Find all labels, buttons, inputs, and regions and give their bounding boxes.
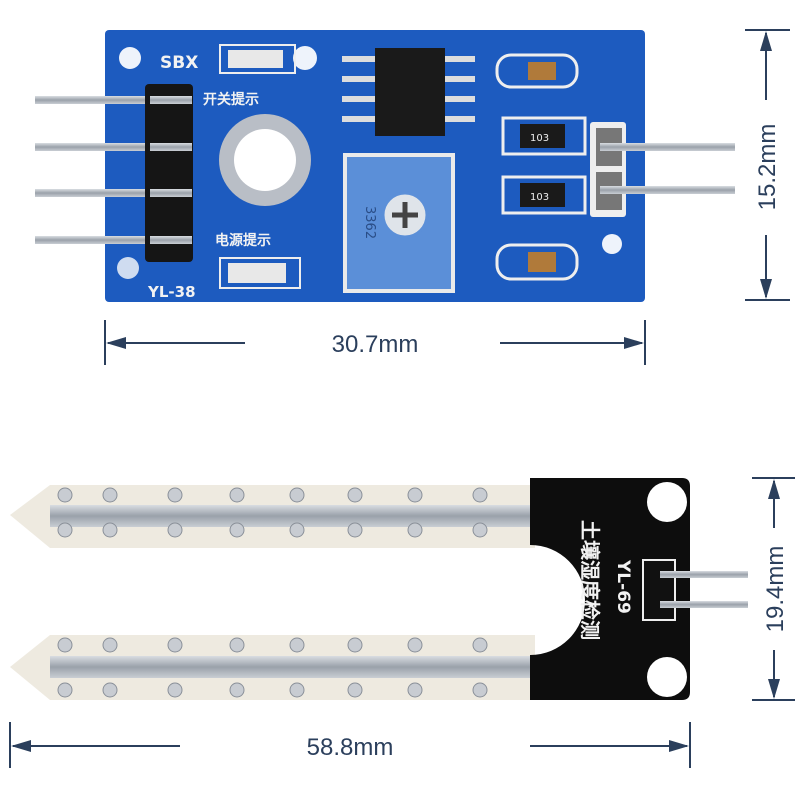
probe-pad <box>229 487 245 503</box>
probe-pad <box>57 637 73 653</box>
probe-pad <box>347 522 363 538</box>
probe-pads <box>57 487 488 698</box>
width-label-bottom: 58.8mm <box>307 734 394 761</box>
probe-pad <box>407 637 423 653</box>
probe-pad <box>167 487 183 503</box>
probe-pad <box>472 682 488 698</box>
resistor-marking: 103 <box>530 133 549 144</box>
height-dimension-top: 15.2mm <box>745 29 790 301</box>
model-silkscreen: YL-38 <box>147 283 196 301</box>
height-label-bottom: 19.4mm <box>762 546 789 633</box>
probe-pad <box>289 682 305 698</box>
width-dimension-top: 30.7mm <box>104 320 646 365</box>
probe-pad <box>472 487 488 503</box>
corner-hole <box>117 257 139 279</box>
probe-pad <box>347 637 363 653</box>
width-label-top: 30.7mm <box>332 331 419 358</box>
probe-model: YL-69 <box>613 559 633 614</box>
probe-pad <box>57 682 73 698</box>
probe-pad <box>57 522 73 538</box>
right-pin-header <box>590 122 735 217</box>
switch-indicator-label: 开关提示 <box>203 91 259 108</box>
soil-probe: 土壤湿度检测 YL-69 <box>10 478 748 700</box>
probe-pad <box>347 487 363 503</box>
probe-title: 土壤湿度检测 <box>578 520 602 640</box>
corner-hole <box>602 234 622 254</box>
pin-header <box>145 84 193 262</box>
smd-components: 103 103 <box>495 53 587 281</box>
probe-pad <box>347 682 363 698</box>
probe-pad <box>102 682 118 698</box>
probe-board <box>530 478 690 700</box>
probe-pad <box>167 682 183 698</box>
probe-pad <box>57 487 73 503</box>
brand-silkscreen: SBX <box>160 53 198 73</box>
power-led <box>219 257 301 289</box>
probe-pad <box>289 637 305 653</box>
resistor-marking: 103 <box>530 192 549 203</box>
probe-pad <box>167 522 183 538</box>
probe-pad <box>229 682 245 698</box>
probe-pad <box>407 522 423 538</box>
probe-pad <box>102 522 118 538</box>
corner-hole <box>119 47 141 69</box>
probe-pad <box>472 637 488 653</box>
height-label-top: 15.2mm <box>754 124 781 211</box>
height-dimension-bottom: 19.4mm <box>752 477 795 701</box>
probe-pad <box>407 487 423 503</box>
pot-marking: 3362 <box>362 206 377 239</box>
switch-led <box>219 44 296 74</box>
probe-pad <box>229 522 245 538</box>
probe-pad <box>407 682 423 698</box>
potentiometer[interactable]: 3362 <box>343 153 455 293</box>
comparator-module: SBX 开关提示 电源提示 YL-38 3362 <box>35 30 735 302</box>
power-indicator-label: 电源提示 <box>215 232 271 249</box>
probe-pad <box>102 487 118 503</box>
probe-pad <box>229 637 245 653</box>
corner-hole <box>293 46 317 70</box>
probe-pad <box>102 637 118 653</box>
probe-connector <box>642 559 676 621</box>
probe-pad <box>167 637 183 653</box>
comparator-ic <box>342 48 475 136</box>
probe-pad <box>289 487 305 503</box>
probe-pad <box>289 522 305 538</box>
width-dimension-bottom: 58.8mm <box>9 722 691 768</box>
probe-pad <box>472 522 488 538</box>
